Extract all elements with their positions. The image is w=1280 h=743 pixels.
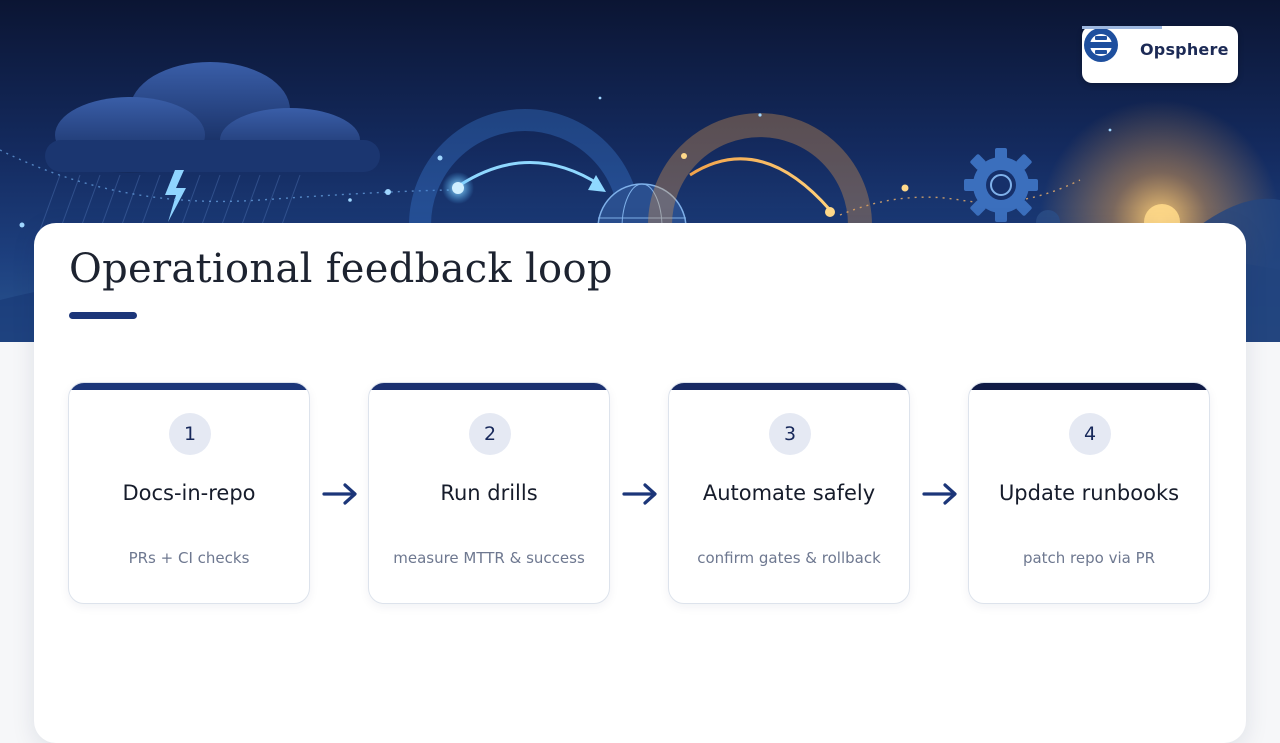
step-card-1: 1 Docs-in-repo PRs + CI checks <box>68 382 310 604</box>
step-card-accent <box>669 383 909 390</box>
step-description: confirm gates & rollback <box>697 549 881 567</box>
step-card-3: 3 Automate safely confirm gates & rollba… <box>668 382 910 604</box>
step-description: PRs + CI checks <box>128 549 250 567</box>
step-title: Automate safely <box>702 481 876 505</box>
step-title: Docs-in-repo <box>122 481 256 505</box>
arrow-right-icon <box>622 483 657 505</box>
title-underline <box>69 312 137 319</box>
step-card-accent <box>369 383 609 390</box>
step-description: patch repo via PR <box>1022 549 1156 567</box>
step-number: 4 <box>1069 413 1111 455</box>
step-card-accent <box>69 383 309 390</box>
step-card-2: 2 Run drills measure MTTR & success <box>368 382 610 604</box>
step-title: Update runbooks <box>998 481 1180 505</box>
cloud-icon <box>45 62 380 173</box>
step-number: 2 <box>469 413 511 455</box>
brand-logo[interactable]: Opsphere <box>1082 26 1238 83</box>
brand-tagline-mark <box>1082 26 1162 29</box>
loop-arrow-icon <box>409 109 641 226</box>
glow-node-core <box>452 182 464 194</box>
gear-icon <box>964 148 1038 222</box>
rain <box>39 174 301 231</box>
lightning-icon <box>165 170 186 222</box>
sparkles <box>19 96 1112 228</box>
step-number: 1 <box>169 413 211 455</box>
step-card-4: 4 Update runbooks patch repo via PR <box>968 382 1210 604</box>
step-card-accent <box>969 383 1209 390</box>
step-title: Run drills <box>440 481 538 505</box>
arrow-right-icon <box>922 483 957 505</box>
network-trail <box>0 149 461 203</box>
brand-name: Opsphere <box>1140 40 1229 59</box>
step-description: measure MTTR & success <box>393 549 585 567</box>
step-number: 3 <box>769 413 811 455</box>
warm-loop-icon <box>648 113 872 226</box>
slide-title: Operational feedback loop <box>69 246 613 292</box>
opsphere-logo-icon <box>1084 28 1118 62</box>
arrow-right-icon <box>322 483 357 505</box>
